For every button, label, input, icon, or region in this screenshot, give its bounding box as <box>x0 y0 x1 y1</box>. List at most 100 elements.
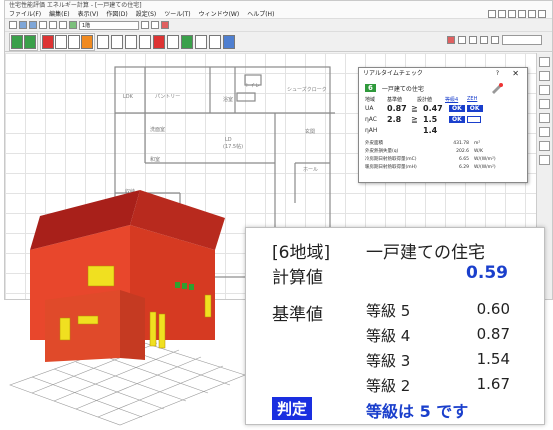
row-label: ηAH <box>365 127 378 134</box>
window-icon[interactable] <box>518 10 526 18</box>
room-label-entrance: 玄関 <box>305 128 315 135</box>
result-region: [6地域] <box>272 243 331 263</box>
header-region: 地域 <box>365 97 376 103</box>
side-tool-7-icon[interactable] <box>539 141 550 151</box>
menu-window[interactable]: ウィンドウ(W) <box>198 11 240 18</box>
mode-group <box>9 32 38 51</box>
result-panel: [6地域] 一戸建ての住宅 計算値 0.59 基準値 等級 5 0.60 等級 … <box>245 227 545 425</box>
ok-badge-grade4: OK <box>449 105 465 112</box>
side-tool-5-icon[interactable] <box>539 113 550 123</box>
header-grade4[interactable]: 等級4 <box>445 97 459 103</box>
row-design: 1.4 <box>423 126 438 135</box>
roof-tool-icon[interactable] <box>111 34 123 49</box>
equipment-tool-icon[interactable] <box>125 34 137 49</box>
toolbar-right <box>488 10 546 18</box>
calc-tool-icon[interactable] <box>181 34 193 49</box>
energy-tool-icon[interactable] <box>223 34 235 49</box>
plan-mode-icon[interactable] <box>11 34 23 49</box>
header-zeh[interactable]: ZEH <box>467 96 478 102</box>
dialog-headers: 地域 基準値 設計値 等級4 ZEH <box>359 96 527 103</box>
side-tool-1-icon[interactable] <box>539 57 550 67</box>
realtime-check-dialog: リアルタイムチェック ? ✕ 6 一戸建ての住宅 地域 基準値 設計値 等級4 … <box>358 67 528 183</box>
search-input[interactable] <box>502 35 542 45</box>
menu-settings[interactable]: 設定(S) <box>135 11 157 18</box>
toolbar-top: 1階 <box>5 19 552 32</box>
close-button[interactable]: ✕ <box>512 69 519 78</box>
new-file-icon[interactable] <box>9 21 17 29</box>
zoom-in-icon[interactable] <box>141 21 149 29</box>
grade-value: 0.60 <box>476 300 510 318</box>
menu-tools[interactable]: ツール(T) <box>164 11 191 18</box>
row-cmp: ≧ <box>411 115 418 124</box>
result-house-type: 一戸建ての住宅 <box>366 243 485 263</box>
row-ua: UA 0.87 ≧ 0.47 OK OK <box>359 103 527 114</box>
report-tool-icon[interactable] <box>195 34 207 49</box>
menu-file[interactable]: ファイル(F) <box>9 11 42 18</box>
row-etaah: ηAH 1.4 <box>359 125 527 136</box>
calc-label: 計算値 <box>272 268 323 288</box>
room-tool-icon[interactable] <box>55 34 67 49</box>
menu-view[interactable]: 表示(V) <box>77 11 99 18</box>
stat-row: 冷房期日射熱取得量(mC) 6.65 W/(W/m²) <box>365 157 496 162</box>
open-file-icon[interactable] <box>19 21 27 29</box>
dialog-house-type: 一戸建ての住宅 <box>381 85 424 93</box>
dimension-tool-icon[interactable] <box>167 34 179 49</box>
check-tool-icon[interactable] <box>153 34 165 49</box>
row-label: ηAC <box>365 116 377 123</box>
side-tool-2-icon[interactable] <box>539 71 550 81</box>
pointer-icon[interactable] <box>447 36 455 44</box>
help-button[interactable]: ? <box>495 70 499 77</box>
print-icon[interactable] <box>39 21 47 29</box>
pen-icon[interactable] <box>490 82 504 94</box>
pen-icon[interactable] <box>458 36 466 44</box>
grade-row-2: 等級 2 1.67 <box>366 375 526 395</box>
settings-icon[interactable] <box>538 10 546 18</box>
wall-tool-icon[interactable] <box>42 34 54 49</box>
room-label-washroom: 洗面室 <box>150 126 165 133</box>
undo-icon[interactable] <box>49 21 57 29</box>
side-tool-6-icon[interactable] <box>539 127 550 137</box>
grade-row-4: 等級 4 0.87 <box>366 325 526 345</box>
grade-row-5: 等級 5 0.60 <box>366 300 526 320</box>
row-std: 2.8 <box>387 115 402 124</box>
house-roof-left <box>30 190 140 250</box>
grade-label: 等級 2 <box>366 377 411 395</box>
redo-icon[interactable] <box>59 21 67 29</box>
tile-icon[interactable] <box>528 10 536 18</box>
menu-edit[interactable]: 編集(E) <box>49 11 70 18</box>
stop-icon[interactable] <box>161 21 169 29</box>
toolbar-tools-right <box>447 35 542 45</box>
grade-value: 1.67 <box>476 375 510 393</box>
elevation-mode-icon[interactable] <box>24 34 36 49</box>
layers-icon[interactable] <box>491 36 499 44</box>
export-tool-icon[interactable] <box>209 34 221 49</box>
window-tool-icon[interactable] <box>68 34 80 49</box>
empty-badge <box>466 116 481 123</box>
menu-draw[interactable]: 作図(D) <box>106 11 128 18</box>
dialog-stats: 外皮面積 431.78 m² 外皮熱損失量(q) 202.6 W/K 冷房期日射… <box>359 136 527 172</box>
side-tool-8-icon[interactable] <box>539 155 550 165</box>
row-design: 0.47 <box>423 104 443 113</box>
house-wall-side <box>130 225 215 340</box>
view-2d-icon[interactable] <box>488 10 496 18</box>
text-tool-icon[interactable] <box>139 34 151 49</box>
house-lower-front <box>45 290 120 362</box>
floor-select[interactable]: 1階 <box>79 20 139 30</box>
stat-row: 外皮熱損失量(q) 202.6 W/K <box>365 149 483 154</box>
room-label-ldk-note: (17.5帖) <box>223 143 243 150</box>
stairs-tool-icon[interactable] <box>97 34 109 49</box>
row-etaac: ηAC 2.8 ≧ 1.5 OK <box>359 114 527 125</box>
ok-badge-zeh: OK <box>466 105 483 112</box>
eraser-icon[interactable] <box>469 36 477 44</box>
view-3d-icon[interactable] <box>498 10 506 18</box>
layer-icon[interactable] <box>508 10 516 18</box>
measure-icon[interactable] <box>480 36 488 44</box>
side-tool-3-icon[interactable] <box>539 85 550 95</box>
zoom-out-icon[interactable] <box>151 21 159 29</box>
side-tool-4-icon[interactable] <box>539 99 550 109</box>
save-icon[interactable] <box>29 21 37 29</box>
grid-icon[interactable] <box>69 21 77 29</box>
menu-help[interactable]: ヘルプ(H) <box>247 11 275 18</box>
door-tool-icon[interactable] <box>81 34 93 49</box>
house-windows <box>59 265 212 349</box>
